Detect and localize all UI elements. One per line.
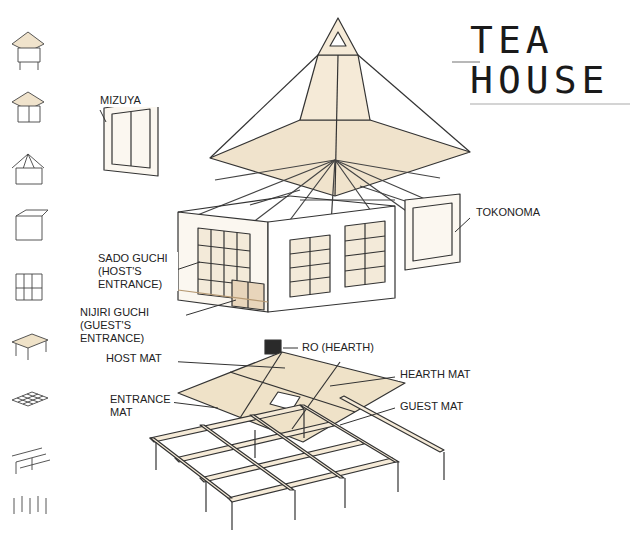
part-label: MIZUYA [98, 94, 172, 107]
part-label: GUEST MAT [398, 400, 492, 413]
part-label: RO (HEARTH) [300, 341, 404, 354]
part-label: ENTRANCE MAT [108, 393, 174, 419]
part-label: TOKONOMA [474, 206, 568, 219]
part-label: NIJIRI GUCHI (GUEST'S ENTRANCE) [78, 306, 186, 345]
part-label: HOST MAT [104, 352, 178, 365]
part-label: SADO GUCHI (HOST'S ENTRANCE) [96, 252, 178, 291]
part-label: HEARTH MAT [398, 368, 492, 381]
drawing-title: TEA HOUSE [470, 20, 638, 100]
